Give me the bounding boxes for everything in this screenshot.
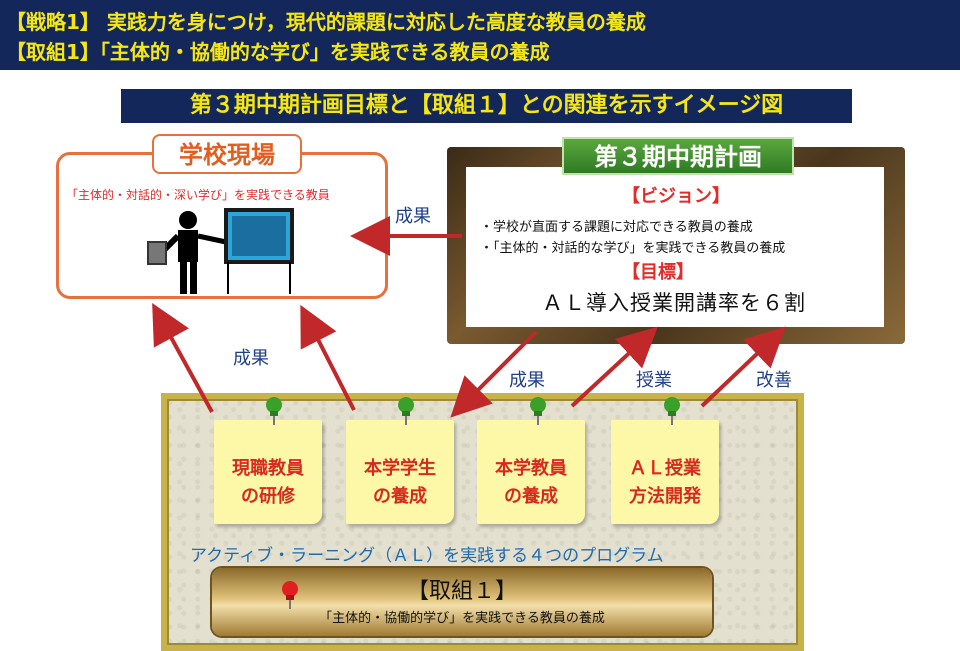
- note-line: 本学学生: [364, 458, 436, 479]
- note-line: 現職教員: [232, 458, 304, 479]
- vision-item-1: ・学校が直面する課題に対応できる教員の養成: [480, 220, 753, 235]
- green-pin-icon: [398, 397, 414, 425]
- plan-title: 第３期中期計画: [562, 137, 794, 175]
- initiative-plaque-subtitle: 「主体的・協働的学び」を実践できる教員の養成: [319, 611, 605, 626]
- goal-heading: 【目標】: [622, 262, 694, 283]
- school-title: 学校現場: [152, 134, 302, 174]
- label-outcome-board: 成果: [233, 348, 269, 369]
- label-outcome-note3: 成果: [509, 370, 545, 391]
- note-student-training: 本学学生 の養成: [346, 420, 454, 524]
- strategy-title: 【戦略1】 実践力を身につけ，現代的課題に対応した高度な教員の養成: [6, 10, 646, 34]
- note-faculty-training: 本学教員 の養成: [477, 420, 585, 524]
- header-banner: 【戦略1】 実践力を身につけ，現代的課題に対応した高度な教員の養成 【取組1】「…: [0, 0, 960, 70]
- red-pin-icon: [282, 581, 298, 609]
- vision-item-2: ・「主体的・対話的な学び」を実践できる教員の養成: [480, 241, 786, 256]
- note-line: 方法開発: [629, 486, 701, 507]
- goal-text: ＡＬ導入授業開講率を６割: [542, 291, 806, 315]
- vision-heading: 【ビジョン】: [622, 186, 730, 207]
- label-outcome-plan: 成果: [395, 206, 431, 227]
- note-line: の養成: [504, 486, 558, 507]
- note-line: の研修: [241, 486, 295, 507]
- initiative-title: 【取組1】「主体的・協働的な学び」を実践できる教員の養成: [6, 40, 550, 64]
- school-caption: 「主体的・対話的・深い学び」を実践できる教員: [66, 188, 330, 202]
- note-al-method: ＡＬ授業 方法開発: [611, 420, 719, 524]
- green-pin-icon: [266, 397, 282, 425]
- note-inservice-training: 現職教員 の研修: [214, 420, 322, 524]
- plan-box: [466, 167, 884, 327]
- diagram-subtitle: 第３期中期計画目標と【取組１】との関連を示すイメージ図: [121, 89, 852, 123]
- note-line: 本学教員: [495, 458, 567, 479]
- label-class-note4: 授業: [636, 370, 672, 391]
- initiative-plaque: [212, 568, 712, 636]
- green-pin-icon: [664, 397, 680, 425]
- green-pin-icon: [530, 397, 546, 425]
- note-line: の養成: [373, 486, 427, 507]
- label-improvement: 改善: [756, 370, 792, 391]
- teacher-at-blackboard-illustration: [147, 208, 294, 294]
- note-line: ＡＬ授業: [629, 458, 701, 479]
- program-caption: アクティブ・ラーニング（ＡＬ）を実践する４つのプログラム: [190, 546, 664, 566]
- initiative-plaque-title: 【取組１】: [406, 579, 517, 604]
